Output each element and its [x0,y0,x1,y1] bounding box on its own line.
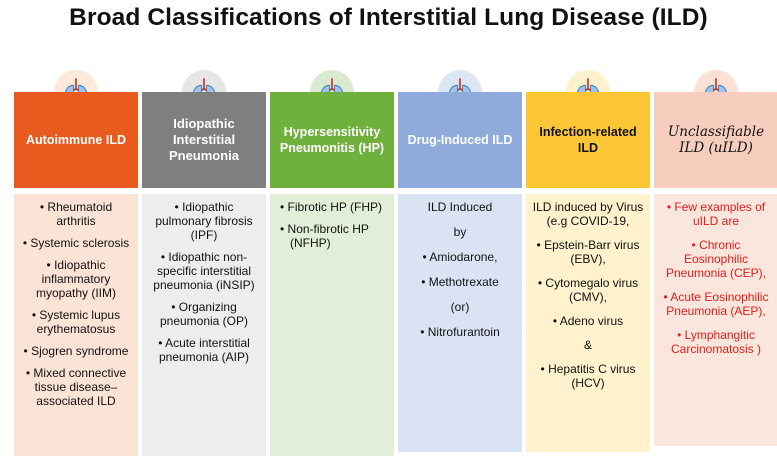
list-item: • Lymphangitic Carcinomatosis ) [670,328,762,356]
list-item: • Idiopathic pulmonary fibrosis (IPF) [155,200,253,242]
category-header: Idiopathic Interstitial Pneumonia [142,92,266,188]
category-header: Autoimmune ILD [14,92,138,188]
category-body: • Rheumatoid arthritis • Systemic sclero… [14,194,138,456]
list-item: • Organizing pneumonia (OP) [159,300,249,328]
list-item: • Mixed connective tissue disease–associ… [25,366,127,408]
list-item: • Systemic lupus erythematosus [31,308,121,336]
list-item: • Nitrofurantoin [420,325,500,339]
list-item: • Cytomegalo virus (CMV), [537,276,639,304]
list-item: • Adeno virus [552,314,624,328]
list-item: • Idiopathic non-specific interstitial p… [153,250,255,292]
page-title: Broad Classifications of Interstitial Lu… [69,4,708,31]
list-item: • Systemic sclerosis [22,236,130,250]
list-item: • Methotrexate [421,275,499,289]
list-item: ILD induced by Virus (e.g COVID-19, [532,200,644,228]
list-item: • Hepatitis C virus (HCV) [540,362,636,390]
list-item: ILD Induced [427,200,493,214]
list-item: • Fibrotic HP (FHP) [280,200,382,214]
category-header: Infection-related ILD [526,92,650,188]
list-item: by [453,225,467,239]
list-item: • Rheumatoid arthritis [39,200,113,228]
category-body: • Fibrotic HP (FHP) • Non-fibrotic HP (N… [270,194,394,456]
list-item: (or) [450,300,470,314]
list-item: • Chronic Eosinophilic Pneumonia (CEP), [665,238,767,280]
list-item: • Amiodarone, [422,250,498,264]
list-item: • Acute interstitial pneumonia (AIP) [158,336,250,364]
list-item: • Few examples of uILD are [666,200,766,228]
category-body: • Few examples of uILD are • Chronic Eos… [654,194,777,446]
category-header: Drug-Induced ILD [398,92,522,188]
category-header: Unclassifiable ILD (uILD) [654,92,777,188]
category-body: • Idiopathic pulmonary fibrosis (IPF) • … [142,194,266,456]
category-body: ILD Induced by • Amiodarone, • Methotrex… [398,194,522,452]
category-header: Hypersensitivity Pneumonitis (HP) [270,92,394,188]
list-item: • Idiopathic inflammatory myopathy (IIM) [35,258,116,300]
category-body: ILD induced by Virus (e.g COVID-19, • Ep… [526,194,650,452]
list-item: & [583,338,592,352]
list-item: • Acute Eosinophilic Pneumonia (AEP), [663,290,769,318]
list-item: • Sjogren syndrome [23,344,129,358]
list-item: • Non-fibrotic HP (NFHP) [280,222,369,250]
list-item: • Epstein-Barr virus (EBV), [536,238,640,266]
